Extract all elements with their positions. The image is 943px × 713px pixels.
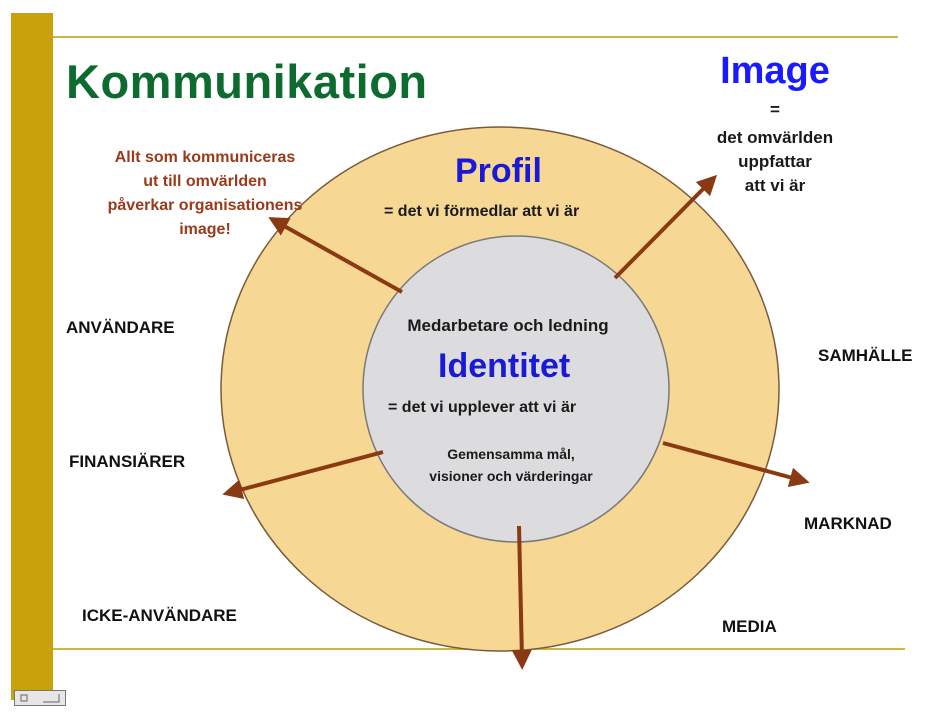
accent-bar [11, 13, 53, 700]
arrow-to-finansiarer [222, 450, 384, 500]
stakeholder-media: MEDIA [722, 617, 777, 636]
profile-description: = det vi förmedlar att vi är [384, 203, 580, 220]
arrow-to-bottom [511, 525, 532, 670]
stakeholder-marknad: MARKNAD [804, 514, 892, 533]
note-line: image! [179, 221, 231, 238]
identity-description: = det vi upplever att vi är [388, 399, 577, 416]
stakeholder-samhalle: SAMHÄLLE [818, 346, 913, 365]
slide-navigation-icon[interactable] [14, 690, 66, 706]
identity-circle [362, 235, 670, 543]
arrow-to-image [613, 174, 718, 280]
image-line: att vi är [744, 176, 806, 195]
note-line: ut till omvärlden [143, 173, 267, 190]
image-line: det omvärlden [716, 128, 834, 147]
arrow-to-note [268, 217, 403, 294]
profile-heading: Profil [455, 152, 542, 190]
stakeholder-icke-anvandare: ICKE-ANVÄNDARE [82, 606, 237, 625]
values-line: visioner och värderingar [429, 468, 593, 484]
arrow-to-marknad [662, 441, 810, 488]
page-title: Kommunikation [66, 55, 428, 108]
top-rule [53, 36, 898, 38]
image-line: uppfattar [738, 152, 812, 171]
identity-top-text: Medarbetare och ledning [407, 316, 609, 335]
values-line: Gemensamma mål, [447, 446, 575, 462]
communication-note: Allt som kommuniceras ut till omvärlden … [60, 146, 350, 242]
note-line: Allt som kommuniceras [114, 149, 296, 166]
identity-heading: Identitet [438, 347, 571, 385]
identity-values: Gemensamma mål, visioner och värderingar [380, 443, 642, 487]
image-heading: Image [720, 50, 830, 92]
stakeholder-finansiarer: FINANSIÄRER [69, 452, 186, 471]
stakeholder-anvandare: ANVÄNDARE [66, 318, 175, 337]
image-equals: = [770, 100, 780, 119]
note-line: påverkar organisationens [107, 197, 303, 214]
image-description: det omvärlden uppfattar att vi är [690, 126, 860, 198]
